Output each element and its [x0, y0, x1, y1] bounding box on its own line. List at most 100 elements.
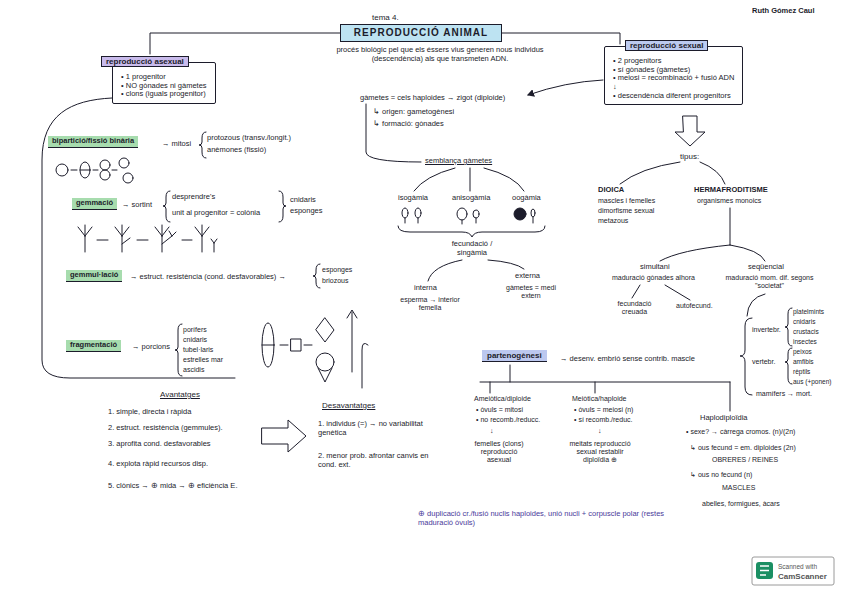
label-anchor: gàmetes = medi extern: [500, 284, 562, 300]
note-text: interna: [414, 284, 437, 293]
note-text: mamífers → mort.: [756, 390, 812, 398]
label-anchor: • no recomb./reducc.: [476, 416, 540, 424]
note-text: esponges: [290, 207, 323, 216]
label-anchor: invertebr.: [752, 326, 781, 334]
node-text: gemmul·lació: [70, 271, 118, 280]
highlight-box: gemmul·lació: [66, 270, 122, 282]
label-anchor: amfibis: [793, 358, 814, 365]
note-text: estrelles mar: [183, 356, 223, 364]
note-text: DIOICA: [598, 186, 624, 195]
label-anchor: ↳ ous no fecund (n): [690, 471, 752, 479]
label-anchor: rèptils: [793, 368, 810, 375]
label-anchor: autofecund.: [676, 302, 713, 310]
label-anchor: vertebr.: [752, 358, 775, 366]
note-text: anisogàmia: [452, 194, 490, 203]
note-text: platelmints: [793, 308, 824, 315]
box-heading: reproducció asexual: [101, 56, 189, 67]
note-text: Haplodiploïdia: [700, 414, 748, 423]
note-text: esponges: [322, 266, 352, 274]
note-text: → mitosi: [162, 140, 191, 149]
note-text: • òvuls = mitosi: [476, 406, 523, 414]
label-anchor: esponges: [322, 266, 352, 274]
note-text: unit al progenitor = colònia: [172, 209, 260, 218]
note-text: tipus:: [680, 152, 699, 161]
node-text: • clons (iguals progenitor): [121, 90, 207, 99]
node-text: • meiosi = recombinació + fusió ADN: [613, 74, 734, 83]
highlight-box: partenogènesi: [482, 350, 547, 362]
label-anchor: dimorfisme sexual: [598, 207, 654, 215]
note-text: fecundació creuada: [612, 300, 657, 316]
note-text: metazous: [598, 217, 628, 225]
note-text: 3. aprofita cond. desfavorables: [108, 440, 211, 449]
section-heading: semblança gàmetes: [425, 157, 492, 166]
note-text: invertebr.: [752, 326, 781, 334]
note-text: tema 4.: [372, 13, 399, 22]
label-anchor: tema 4.: [372, 13, 399, 22]
watermark-text: CamScanner: [778, 572, 827, 581]
note-text: dimorfisme sexual: [598, 207, 654, 215]
label-anchor: • òvuls = mitosi: [476, 406, 523, 414]
note-text: peixos: [793, 348, 812, 355]
label-anchor: Avantatges: [160, 390, 200, 399]
node-text: partenogènesi: [487, 351, 542, 360]
label-anchor: aus (+ponen): [793, 378, 832, 385]
label-anchor: ↓: [598, 427, 602, 435]
note-text: ⊕ duplicació cr./fusió nuclis haploides,…: [418, 510, 668, 527]
label-anchor: 1. individus (=) → no variabilitat genèt…: [318, 420, 436, 437]
note-text: briozous: [322, 277, 348, 285]
note-text: aus (+ponen): [793, 378, 832, 385]
label-anchor: tipus:: [680, 152, 699, 161]
note-text: rèptils: [793, 368, 810, 375]
note-text: • sexe? → càrrega cromos. (n)/(2n): [686, 428, 795, 436]
label-anchor: Ameiòtica/diploide: [474, 395, 531, 403]
highlight-box: bipartició/fissió binària: [48, 136, 138, 148]
label-anchor: 1. simple, directa i ràpida: [108, 408, 191, 417]
note-text: • no recomb./reducc.: [476, 416, 540, 424]
label-anchor: peixos: [793, 348, 812, 355]
node-text: • sí gònades (gàmetes): [613, 66, 734, 75]
label-anchor: esperma → interior femella: [400, 296, 460, 312]
note-text: meitats reproducció sexual restablir dip…: [566, 440, 634, 464]
label-anchor: porífers: [183, 326, 207, 334]
note-text: 5. clònics → ⊕ mida → ⊕ eficiència E.: [108, 482, 237, 491]
label-anchor: • òvuls = meiosi (n): [574, 406, 633, 414]
note-text: 2. estruct. resistència (gemmules).: [108, 424, 223, 433]
note-text: femelles (clons) reproducció asexual: [468, 440, 530, 464]
label-anchor: interna: [414, 284, 437, 293]
label-anchor: → porcions: [132, 343, 170, 352]
label-anchor: CamScanner: [778, 572, 827, 581]
label-anchor: Meiòtica/haploide: [572, 395, 626, 403]
list-box: reproducció asexual• 1 progenitor• NO gò…: [112, 62, 216, 104]
label-anchor: → estruct. resistència (cond. desfavorab…: [130, 273, 286, 282]
node-text: ↓: [613, 83, 734, 92]
label-anchor: cnidaris: [290, 196, 316, 205]
label-anchor: isogàmia: [398, 194, 428, 203]
node-text: • descendència diferent progenitors: [613, 92, 734, 101]
note-text: oogàmia: [512, 194, 541, 203]
label-anchor: Scanned with: [778, 563, 817, 570]
label-anchor: briozous: [322, 277, 348, 285]
note-text: ↓: [490, 427, 494, 435]
note-text: OBRERES / REINES: [712, 456, 778, 464]
label-anchor: → sortint: [122, 201, 152, 210]
label-anchor: 2. menor prob. afrontar canvis en cond. …: [318, 452, 436, 469]
note-text: vertebr.: [752, 358, 775, 366]
highlight-box: fragmentació: [66, 340, 121, 352]
note-text: simultani: [640, 263, 670, 272]
note-text: cnidaris: [793, 318, 815, 325]
note-text: cnidaris: [290, 196, 316, 205]
label-anchor: anisogàmia: [452, 194, 490, 203]
label-anchor: anèmones (fissió): [207, 146, 266, 155]
note-text: abelles, formigues, àcars: [702, 500, 780, 508]
note-text: procés biològic pel que els éssers vius …: [330, 46, 550, 63]
note-text: ↳ formació: gònades: [373, 120, 444, 129]
label-anchor: maduració gònades alhora: [612, 274, 695, 282]
note-text: gàmetes = cels haploides → zigot (diploi…: [360, 94, 505, 103]
label-anchor: tubel·laris: [183, 346, 213, 354]
label-anchor: seqüencial: [748, 263, 784, 272]
note-text: 1. simple, directa i ràpida: [108, 408, 191, 417]
label-anchor: ↳ formació: gònades: [373, 120, 444, 129]
label-anchor: externa: [515, 272, 540, 281]
node-text: • 1 progenitor: [121, 73, 207, 82]
